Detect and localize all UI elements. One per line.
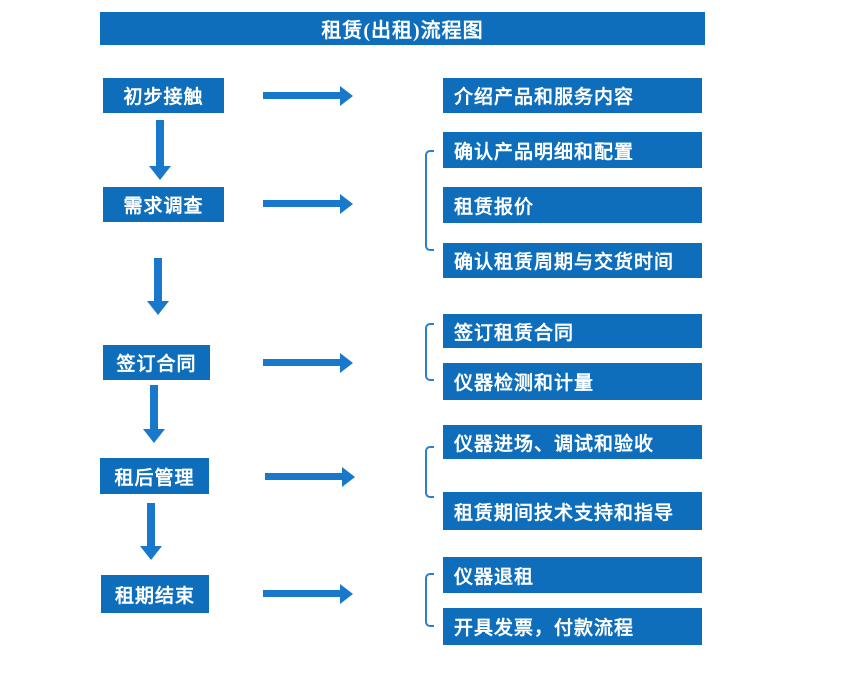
- down-arrow-1: [156, 120, 164, 166]
- right-arrow-2: [263, 200, 340, 207]
- detail-box-technical-support: 租赁期间技术支持和指导: [443, 492, 702, 530]
- detail-box-instrument-return: 仪器退租: [443, 557, 702, 593]
- down-arrow-4: [147, 503, 155, 546]
- step-box-sign-contract: 签订合同: [103, 345, 210, 380]
- bracket-group-3: [425, 323, 434, 381]
- step-box-post-rental-management: 租后管理: [100, 458, 209, 494]
- detail-box-confirm-product-details: 确认产品明细和配置: [443, 132, 702, 168]
- bracket-group-4: [425, 446, 434, 498]
- detail-box-instrument-testing: 仪器检测和计量: [443, 363, 702, 400]
- right-arrow-3: [263, 359, 340, 366]
- detail-box-invoice-payment: 开具发票，付款流程: [443, 608, 702, 645]
- step-box-rental-end: 租期结束: [101, 575, 209, 613]
- down-arrow-3: [150, 385, 158, 429]
- down-arrow-2: [154, 258, 162, 301]
- bracket-group-2: [425, 150, 434, 251]
- step-box-initial-contact: 初步接触: [103, 78, 224, 113]
- detail-box-confirm-rental-period: 确认租赁周期与交货时间: [443, 243, 702, 278]
- bracket-group-5: [425, 573, 434, 627]
- detail-box-sign-rental-contract: 签订租赁合同: [443, 314, 702, 348]
- right-arrow-1: [263, 92, 340, 99]
- right-arrow-4: [265, 473, 342, 480]
- flowchart-title: 租赁(出租)流程图: [100, 12, 705, 45]
- step-box-demand-survey: 需求调查: [103, 187, 224, 222]
- detail-box-instrument-entry-acceptance: 仪器进场、调试和验收: [443, 425, 702, 459]
- right-arrow-5: [263, 590, 340, 597]
- detail-box-introduce-products: 介绍产品和服务内容: [443, 78, 702, 113]
- detail-box-rental-quotation: 租赁报价: [443, 187, 702, 223]
